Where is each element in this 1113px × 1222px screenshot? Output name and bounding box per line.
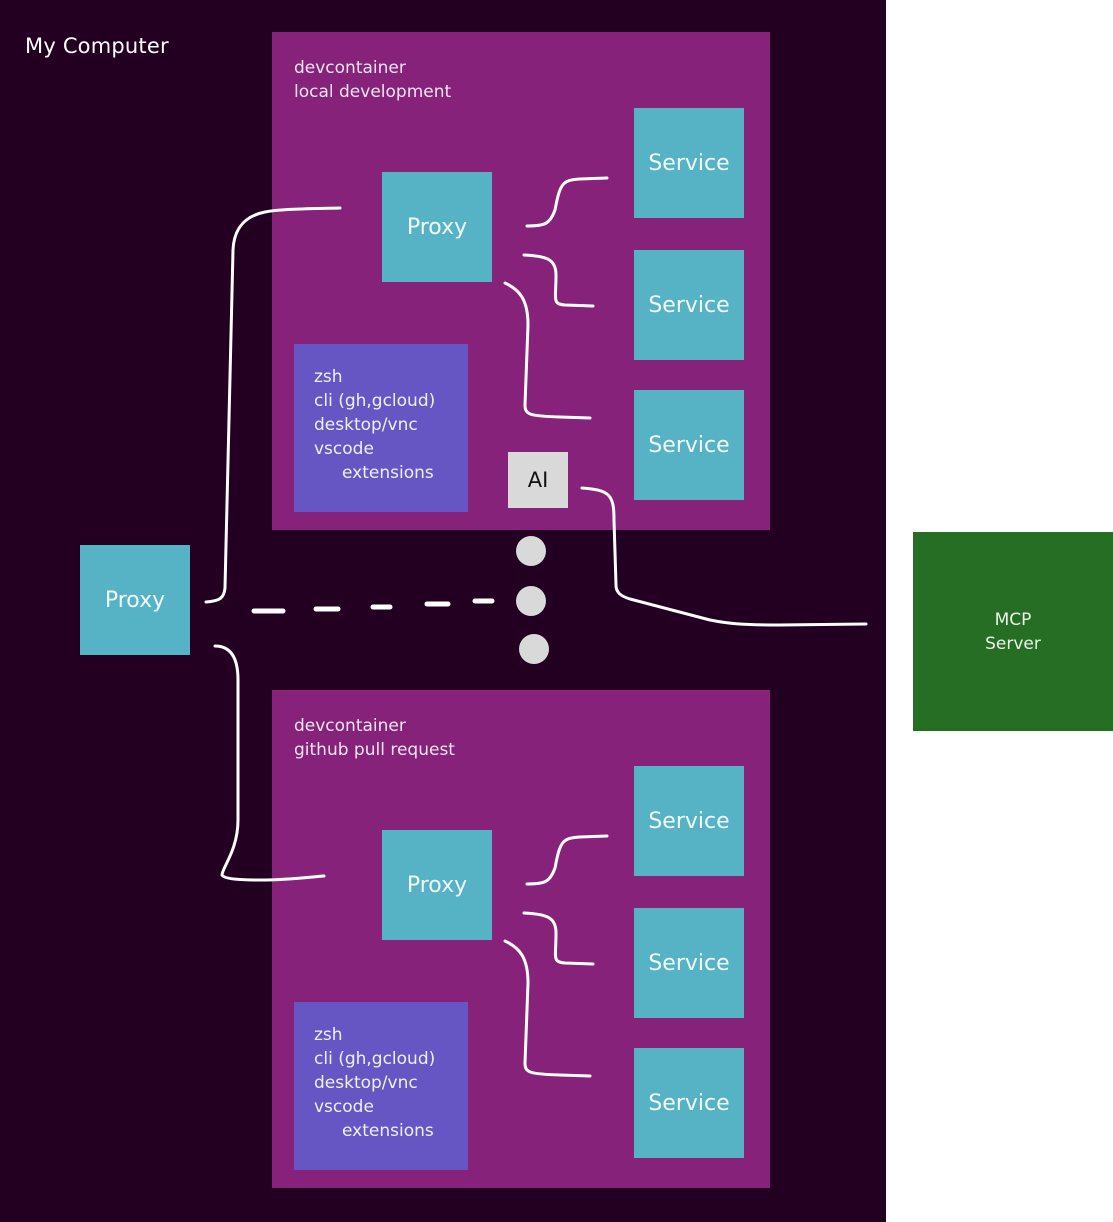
tools-box-local[interactable]: zsh cli (gh,gcloud) desktop/vnc vscode e… — [294, 344, 468, 512]
tool-cli: cli (gh,gcloud) — [314, 1049, 436, 1069]
tools-box-pr[interactable]: zsh cli (gh,gcloud) desktop/vnc vscode e… — [294, 1002, 468, 1170]
tool-extensions: extensions — [342, 1121, 434, 1141]
service-pr-1[interactable]: Service — [634, 766, 744, 876]
service-pr-3[interactable]: Service — [634, 1048, 744, 1158]
tool-desktop-vnc: desktop/vnc — [314, 1073, 418, 1093]
service-local-2[interactable]: Service — [634, 250, 744, 360]
tool-extensions: extensions — [342, 463, 434, 483]
tool-vscode: vscode — [314, 1097, 374, 1117]
tool-vscode: vscode — [314, 439, 374, 459]
service-pr-2[interactable]: Service — [634, 908, 744, 1018]
tool-zsh: zsh — [314, 367, 343, 387]
tool-zsh: zsh — [314, 1025, 343, 1045]
service-local-3[interactable]: Service — [634, 390, 744, 500]
service-local-1[interactable]: Service — [634, 108, 744, 218]
container-proxy-pr[interactable]: Proxy — [382, 830, 492, 940]
mcp-server-box[interactable]: MCP Server — [913, 532, 1113, 731]
my-computer-label: My Computer — [25, 34, 169, 58]
host-proxy[interactable]: Proxy — [80, 545, 190, 655]
ai-agent-box[interactable]: AI — [508, 452, 568, 508]
devcontainer-local-development-label: devcontainer local development — [294, 58, 452, 102]
tool-cli: cli (gh,gcloud) — [314, 391, 436, 411]
devcontainer-github-pull-request-label: devcontainer github pull request — [294, 716, 455, 760]
container-proxy-local[interactable]: Proxy — [382, 172, 492, 282]
tool-desktop-vnc: desktop/vnc — [314, 415, 418, 435]
